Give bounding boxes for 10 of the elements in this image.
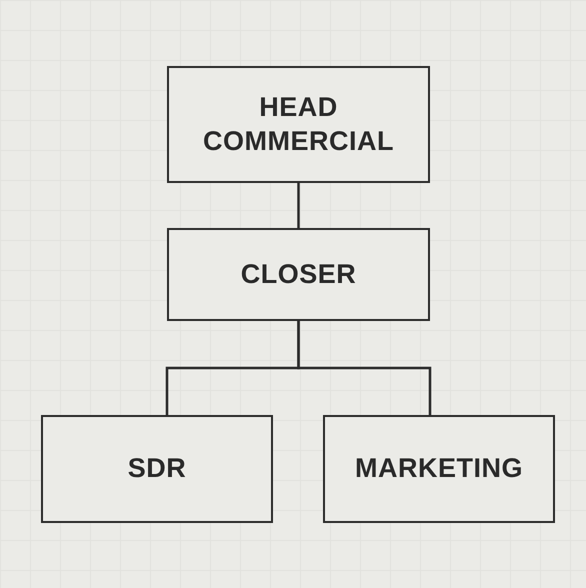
org-box — [167, 66, 430, 183]
org-box — [167, 228, 430, 321]
org-box — [41, 415, 273, 523]
role-label: HEAD COMMERCIAL — [202, 90, 395, 158]
role-label: MARKETING — [355, 452, 523, 486]
connector-line — [297, 183, 300, 228]
role-label: SDR — [128, 452, 186, 486]
org-box — [323, 415, 555, 523]
role-label: CLOSER — [240, 258, 356, 291]
connector-line — [297, 321, 432, 415]
